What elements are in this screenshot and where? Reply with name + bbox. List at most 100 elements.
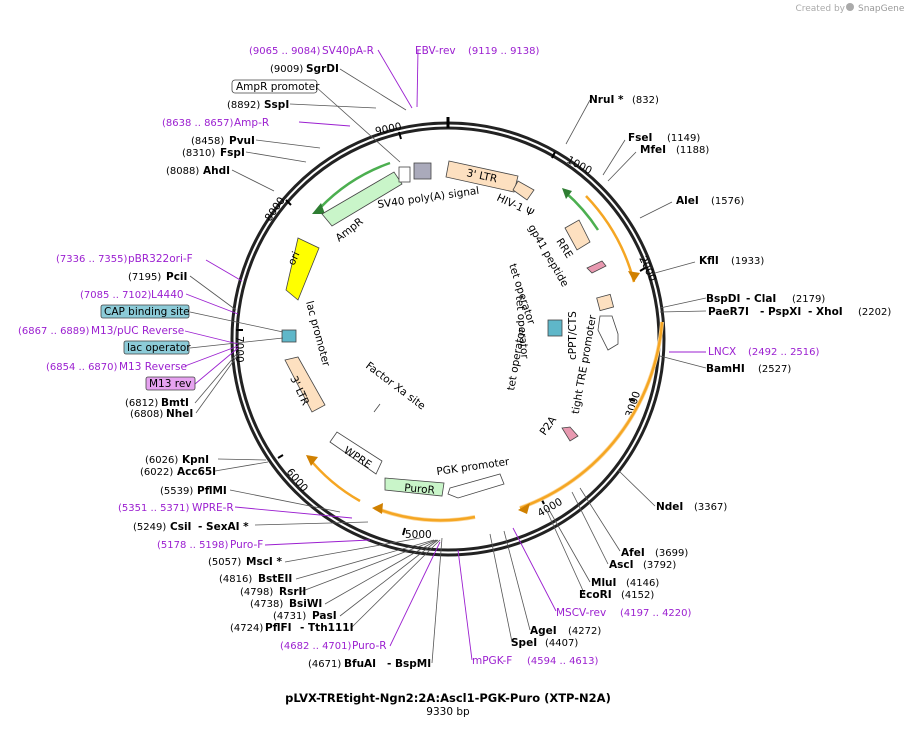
orf-arrow-3 (372, 503, 383, 514)
puror-primer-coord: (4682 .. 4701) (280, 641, 352, 652)
spei-label: SpeI (511, 637, 537, 649)
pbr-coord: (7336 .. 7355) (56, 254, 128, 265)
afei-coord: (3699) (655, 548, 688, 559)
orf-arrow-2 (518, 503, 530, 514)
fspi-label: FspI (220, 147, 245, 159)
pflfi-label: PflFI (265, 622, 292, 634)
nrui-label: NruI * (589, 94, 624, 106)
pvui-label: PvuI (229, 135, 255, 147)
bfuai-label: BfuAI (344, 658, 376, 670)
fspi-coord: (8310) (182, 148, 215, 159)
tick-2000: 2000 (636, 254, 658, 283)
nhei-label: NheI (166, 408, 193, 420)
tick-6000: 6000 (284, 466, 310, 494)
orf-arrow-1 (628, 271, 640, 282)
cppt-label: cPPT/CTS (567, 311, 579, 360)
lac-operator-box (281, 329, 297, 343)
sspi-coord: (8892) (227, 100, 260, 111)
tight-tre-box (597, 315, 619, 351)
sspi-label: SspI (264, 99, 289, 111)
pasi-coord: (4731) (273, 611, 306, 622)
sv40-box (413, 162, 432, 180)
ampr-promoter-box (398, 166, 411, 183)
bamhi-coord: (2527) (758, 364, 791, 375)
hiv-psi-box (512, 180, 535, 201)
wprer-label: WPRE-R (192, 502, 234, 514)
kpni-coord: (6026) (145, 455, 178, 466)
ecori-coord: (4152) (621, 590, 654, 601)
tick-5000: 5000 (405, 529, 432, 541)
agei-coord: (4272) (568, 626, 601, 637)
l4440-coord: (7085 .. 7102) (80, 290, 152, 301)
pgk-promoter-box (447, 473, 505, 499)
agei-label: AgeI (530, 625, 557, 637)
bamhi-label: BamHI (706, 363, 745, 375)
xhoi-label: - XhoI (808, 306, 843, 318)
afei-label: AfeI (621, 547, 645, 559)
ampr-box (321, 171, 403, 227)
pvui-coord: (8458) (191, 136, 224, 147)
l4440-label: L4440 (151, 289, 184, 301)
m13puc-coord: (6867 .. 6889) (18, 326, 90, 337)
bsiwi-coord: (4738) (250, 599, 283, 610)
cap-label: CAP binding site (104, 306, 190, 318)
nhei-coord: (6808) (130, 409, 163, 420)
snapgene-icon (846, 3, 854, 11)
backbone-outer (230, 121, 666, 557)
sgrdi-label: SgrDI (306, 63, 339, 75)
rre-box (564, 219, 591, 251)
asci-label: AscI (609, 559, 634, 571)
bmti-label: BmtI (161, 397, 189, 409)
plasmid-length: 9330 bp (426, 706, 470, 718)
plasmid-title: pLVX-TREtight-Ngn2:2A:Ascl1-PGK-Puro (XT… (285, 691, 611, 705)
purof-label: Puro-F (230, 539, 263, 551)
ori-label: ori (286, 250, 303, 267)
tick-8000: 8000 (263, 195, 288, 224)
ampr-primer-label: Amp-R (234, 117, 269, 129)
asci-coord: (3792) (643, 560, 676, 571)
lac-promoter-label: lac promoter (303, 300, 332, 369)
m13rev-label: M13 rev (149, 378, 192, 390)
sv40pa-label: SV40pA-R (322, 45, 374, 57)
ampr-prom-label: AmpR promoter (236, 81, 320, 93)
tet-operator-2: tet operator (513, 295, 531, 360)
m13rev-box (145, 376, 196, 391)
msci-label: MscI * (246, 556, 282, 568)
sgrdi-coord: (9009) (270, 64, 303, 75)
kfli-label: KflI (699, 255, 719, 267)
bfuai-coord: (4671) (308, 659, 341, 670)
ampr-prom-box (231, 79, 318, 94)
mlui-coord: (4146) (626, 578, 659, 589)
cppt-box (596, 293, 615, 312)
lncx-coord: (2492 .. 2516) (748, 347, 820, 358)
green-arc-2 (319, 161, 391, 209)
ltr3-top-box (445, 160, 519, 193)
bspmi-label: - BspMI (387, 658, 431, 670)
xhoi-coord: (2202) (858, 307, 891, 318)
clai-label: - ClaI (746, 293, 776, 305)
puror-primer-label: Puro-R (352, 640, 387, 652)
m13puc-label: M13/pUC Reverse (91, 325, 184, 337)
created-by-text: Created by (795, 4, 845, 14)
lacop-label: lac operator (127, 342, 191, 354)
csii-coord: (5249) (133, 522, 166, 533)
leader-lines (184, 49, 707, 664)
tet-operator-box (547, 319, 563, 337)
green-arrow-1 (562, 188, 572, 199)
mlui-label: MluI (591, 577, 616, 589)
green-arrow-2 (312, 203, 325, 214)
spei-coord: (4407) (545, 638, 578, 649)
mfei-label: MfeI (640, 144, 666, 156)
m13reverse-coord: (6854 .. 6870) (46, 362, 118, 373)
ecori-label: EcoRI (579, 589, 612, 601)
alei-coord: (1576) (711, 196, 744, 207)
tet-operator-3: tet operator (505, 327, 528, 392)
nrui-coord: (832) (632, 95, 659, 106)
kpni-label: KpnI (182, 454, 209, 466)
snapgene-logo-text: SnapGene (858, 4, 905, 14)
sexai-label: - SexAI * (198, 521, 249, 533)
acc65i-coord: (6022) (140, 467, 173, 478)
puror-label: PuroR (404, 482, 436, 497)
bsiwi-label: BsiWI (289, 598, 322, 610)
fsei-label: FseI (628, 132, 652, 144)
